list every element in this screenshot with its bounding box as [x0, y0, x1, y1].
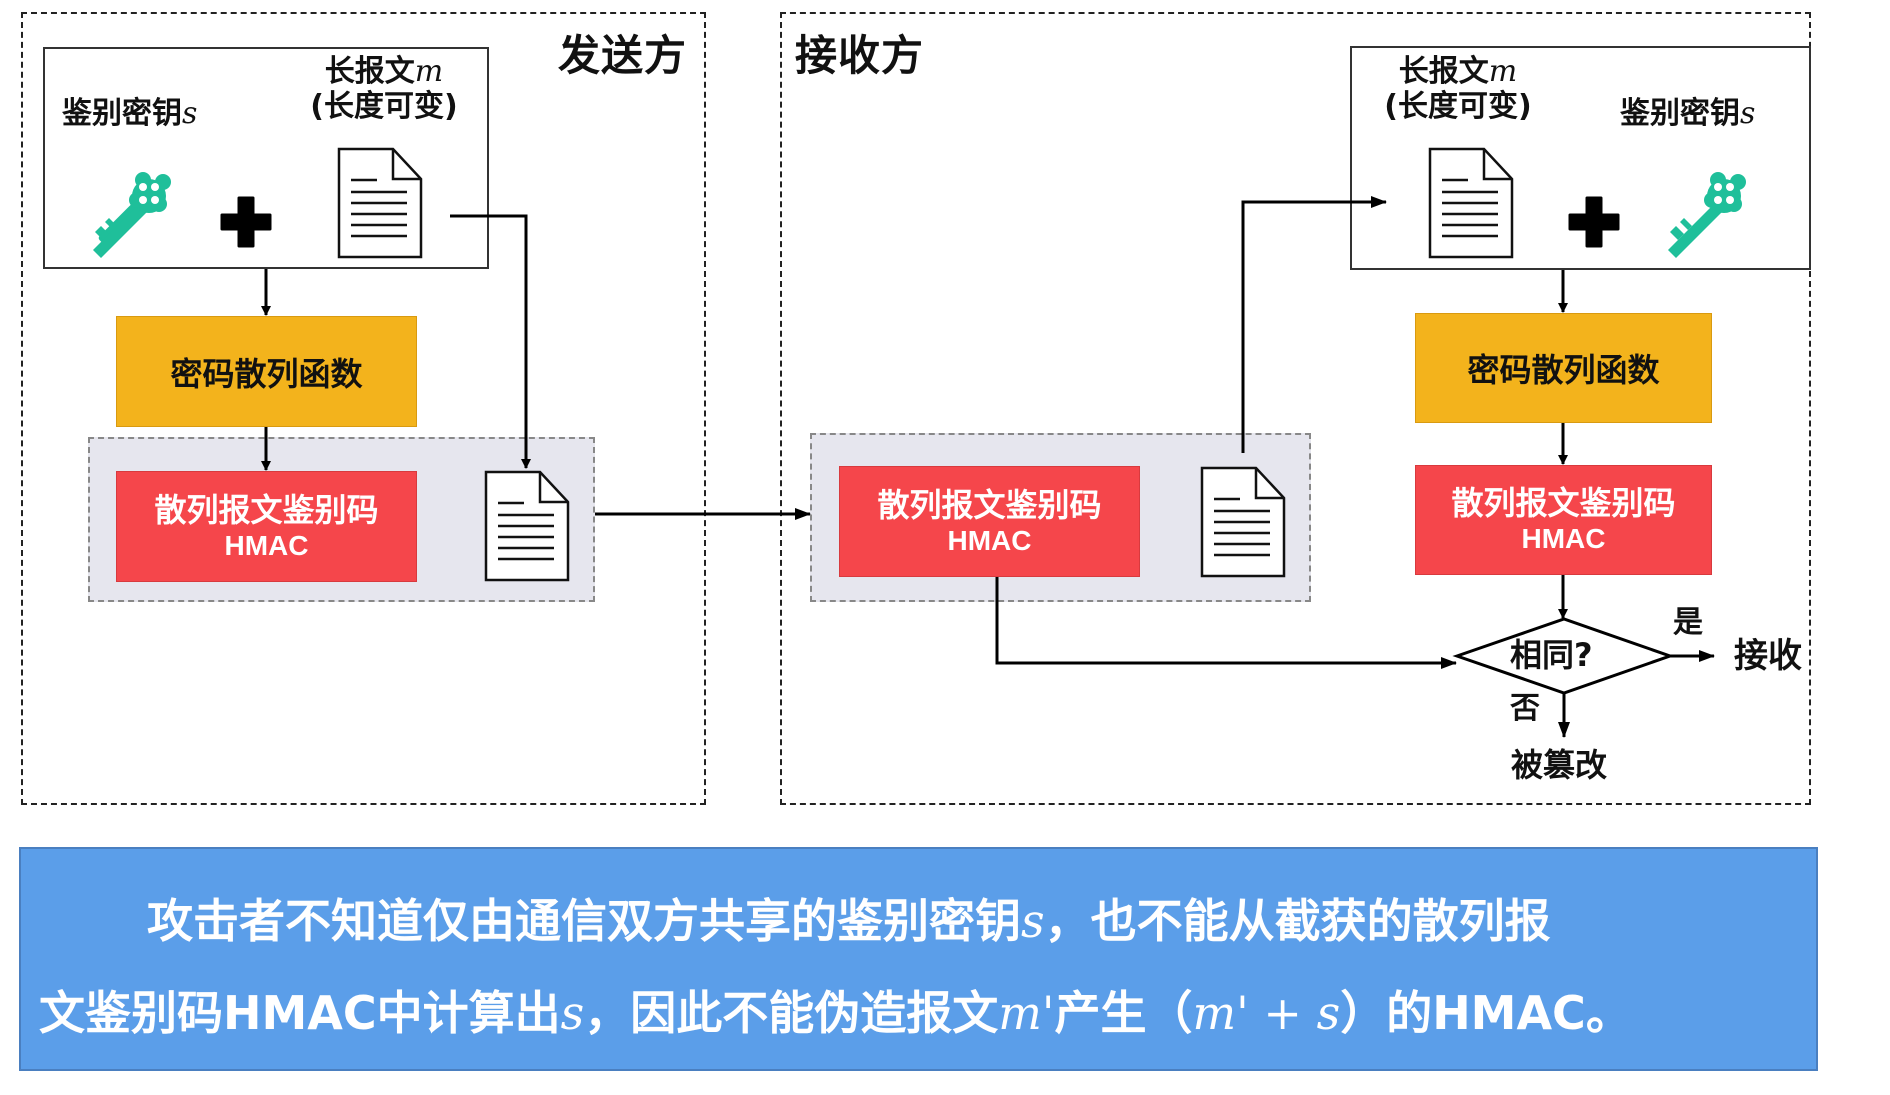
explanation-note: 攻击者不知道仅由通信双方共享的鉴别密钥s，也不能从截获的散列报 文鉴别码HMAC… — [19, 847, 1818, 1071]
document-icon — [1428, 147, 1514, 259]
decision-accept-result: 接收 — [1734, 636, 1802, 676]
note-text: ，因此不能伪造报文 — [584, 986, 999, 1040]
computed-hmac-title: 散列报文鉴别码 — [1451, 484, 1676, 522]
decision-diamond — [1452, 617, 1675, 695]
document-icon — [1200, 466, 1286, 578]
document-icon — [484, 470, 570, 582]
note-var: m' — [998, 986, 1055, 1040]
sender-message-label-text: 长报文 — [324, 54, 415, 89]
received-hmac-title: 散列报文鉴别码 — [877, 485, 1102, 524]
sender-zone — [21, 12, 706, 805]
receiver-message-length-note: (长度可变) — [1384, 88, 1532, 124]
note-expression: m' + s — [1192, 986, 1341, 1040]
received-hmac-abbr: HMAC — [947, 524, 1032, 556]
note-line-2: 文鉴别码HMAC中计算出s，因此不能伪造报文m'产生（m' + s）的HMAC。 — [39, 977, 1632, 1043]
receiver-input-box — [1350, 46, 1811, 270]
note-text: ）的HMAC。 — [1340, 986, 1632, 1040]
receiver-received-hmac-box: 散列报文鉴别码 HMAC — [839, 466, 1140, 577]
computed-hmac-abbr: HMAC — [1521, 523, 1606, 555]
sender-title: 发送方 — [558, 31, 688, 80]
sender-message-length-note: (长度可变) — [310, 88, 458, 124]
decision-tampered-result: 被篡改 — [1511, 746, 1608, 784]
note-var: s — [560, 986, 585, 1040]
note-text: 攻击者不知道仅由通信双方共享的鉴别密钥 — [147, 894, 1021, 948]
sender-hmac-box: 散列报文鉴别码 HMAC — [116, 471, 417, 582]
sender-key-label: 鉴别密钥s — [62, 96, 198, 132]
receiver-message-label-text: 长报文 — [1398, 54, 1489, 89]
sender-message-label: 长报文m (长度可变) — [294, 54, 474, 124]
receiver-key-label-text: 鉴别密钥 — [1620, 96, 1740, 131]
decision-no-label: 否 — [1510, 691, 1540, 726]
receiver-message-label: 长报文m (长度可变) — [1368, 54, 1548, 124]
receiver-hash-function: 密码散列函数 — [1415, 313, 1712, 423]
receiver-title: 接收方 — [795, 31, 925, 80]
note-text: ，也不能从截获的散列报 — [1044, 894, 1551, 948]
receiver-key-var: s — [1740, 96, 1756, 131]
receiver-zone — [780, 12, 1811, 805]
arrow-receiver-doc-to-input — [1241, 196, 1387, 453]
arrow-sender-message-to-doc — [450, 214, 531, 469]
key-icon — [93, 172, 171, 258]
arrow-received-hmac-to-decision — [995, 577, 1457, 669]
receiver-key-label: 鉴别密钥s — [1620, 96, 1756, 132]
sender-hash-function: 密码散列函数 — [116, 316, 417, 427]
note-var: s — [1021, 894, 1045, 948]
key-icon — [1668, 172, 1746, 258]
sender-hmac-abbr: HMAC — [224, 529, 309, 561]
sender-hmac-title: 散列报文鉴别码 — [154, 490, 379, 529]
sender-message-var: m — [414, 54, 444, 89]
decision-yes-label: 是 — [1673, 605, 1703, 640]
sender-key-label-text: 鉴别密钥 — [62, 96, 182, 131]
receiver-message-var: m — [1488, 54, 1518, 89]
plus-icon — [220, 196, 272, 248]
plus-icon — [1568, 196, 1620, 248]
note-text: 产生（ — [1054, 986, 1193, 1040]
decision-label: 相同? — [1510, 636, 1593, 674]
note-line-1: 攻击者不知道仅由通信双方共享的鉴别密钥s，也不能从截获的散列报 — [147, 885, 1551, 951]
note-text: 文鉴别码HMAC中计算出 — [39, 986, 561, 1040]
document-icon — [337, 147, 423, 259]
sender-key-var: s — [182, 96, 198, 131]
receiver-computed-hmac-box: 散列报文鉴别码 HMAC — [1415, 465, 1712, 575]
